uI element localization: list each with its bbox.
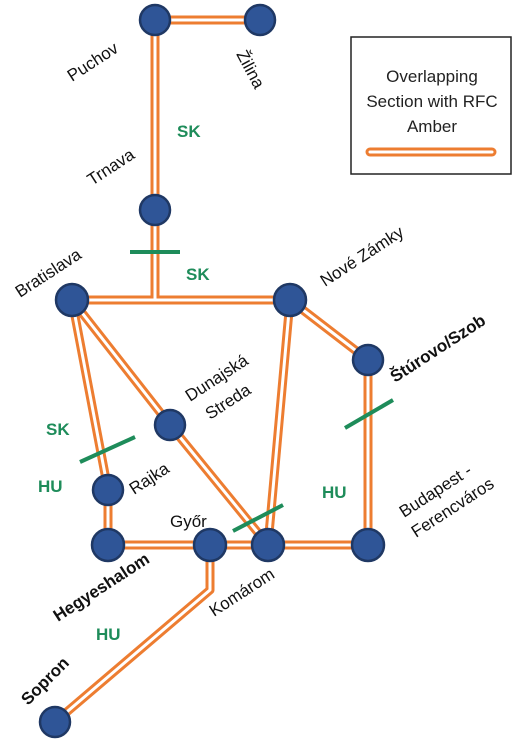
station-node-trnava bbox=[138, 193, 172, 227]
legend-text-line2: Section with RFC bbox=[366, 92, 497, 111]
country-label-hu-right: HU bbox=[322, 483, 347, 502]
station-node-nove-zamky bbox=[272, 282, 308, 318]
station-label-komarom: Komárom bbox=[206, 564, 278, 620]
station-label-puchov: Puchov bbox=[64, 38, 122, 85]
station-label-sturovo: Štúrovo/Szob bbox=[387, 311, 489, 387]
rail-lines-inner bbox=[53, 18, 370, 724]
station-label-nove-zamky: Nové Zámky bbox=[317, 222, 408, 290]
legend-text-line3: Amber bbox=[407, 117, 457, 136]
station-node-gyor bbox=[192, 527, 228, 563]
station-label-zilina: Žilina bbox=[232, 47, 268, 92]
station-node-puchov bbox=[138, 3, 172, 37]
border-marker-sturovo bbox=[343, 398, 395, 430]
border-marker-rajka bbox=[79, 435, 136, 464]
station-label-trnava: Trnava bbox=[84, 145, 139, 190]
station-node-dunajska-streda bbox=[153, 408, 187, 442]
line-inner-bratislava-rajka bbox=[70, 298, 110, 492]
country-label-sk-left: SK bbox=[46, 420, 70, 439]
station-node-hegyeshalom bbox=[90, 527, 126, 563]
legend: Overlapping Section with RFC Amber bbox=[350, 36, 512, 175]
station-node-bratislava bbox=[54, 282, 90, 318]
station-node-komarom bbox=[250, 527, 286, 563]
border-marker-komarom bbox=[232, 503, 284, 533]
station-nodes bbox=[38, 3, 386, 739]
country-codes: SK SK SK HU HU HU bbox=[38, 122, 347, 644]
legend-text-line1: Overlapping bbox=[386, 67, 478, 86]
line-inner-dunajska-komarom bbox=[168, 423, 270, 547]
station-node-zilina bbox=[243, 3, 277, 37]
border-markers bbox=[79, 250, 395, 533]
line-inner-bratislava-dunajska bbox=[70, 298, 172, 427]
station-node-sturovo bbox=[351, 343, 385, 377]
station-label-rajka: Rajka bbox=[126, 458, 173, 498]
station-node-sopron bbox=[38, 705, 72, 739]
country-label-hu-bottom: HU bbox=[96, 625, 121, 644]
station-node-rajka bbox=[91, 473, 125, 507]
station-label-sopron: Sopron bbox=[17, 653, 73, 709]
station-label-gyor: Győr bbox=[170, 512, 207, 531]
line-inner-novezamky-komarom bbox=[266, 298, 292, 547]
country-label-sk-mid: SK bbox=[186, 265, 210, 284]
country-label-hu-left: HU bbox=[38, 477, 63, 496]
country-label-sk-top: SK bbox=[177, 122, 201, 141]
station-node-budapest bbox=[350, 527, 386, 563]
